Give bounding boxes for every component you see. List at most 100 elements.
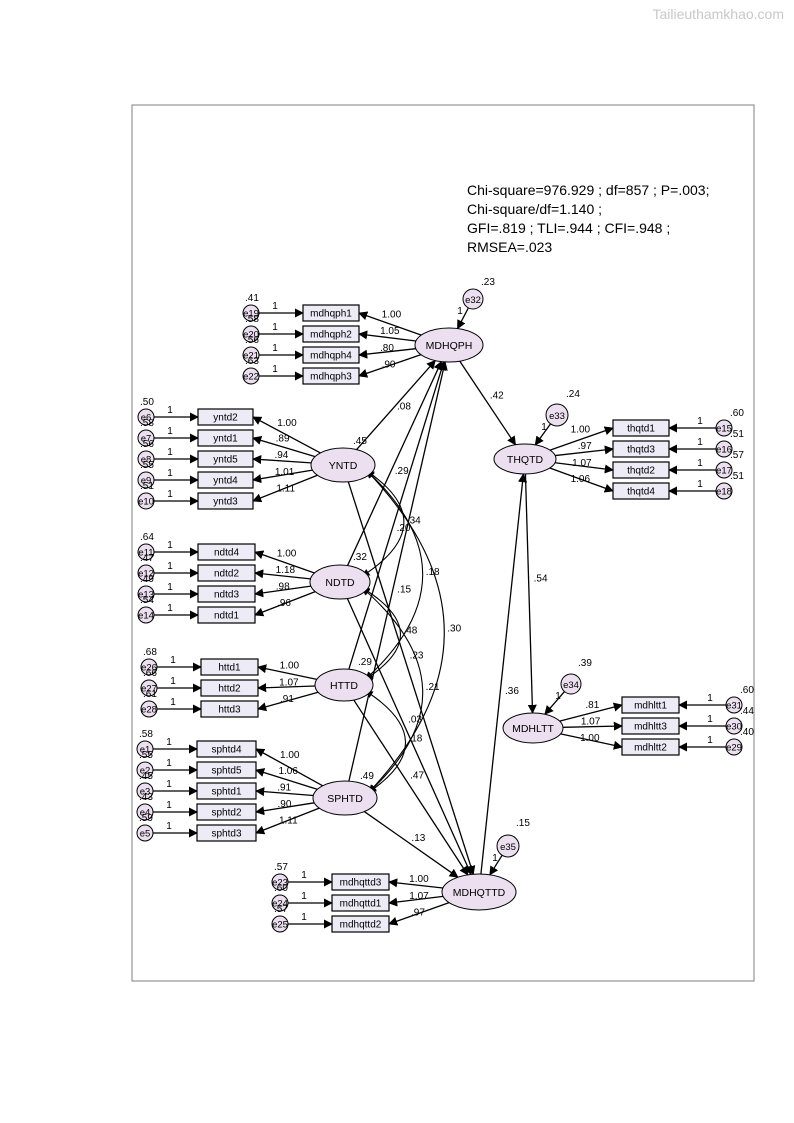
error-variance: .54 [140, 595, 154, 606]
error-label: e30 [726, 722, 742, 733]
indicator-label: mdhqttd2 [340, 920, 382, 931]
disturbance-label: e34 [563, 680, 579, 691]
fixed-weight: 1 [167, 447, 173, 458]
indicator-label: mdhqttd1 [340, 899, 382, 910]
covariance-value: .48 [403, 626, 417, 637]
error-variance: .41 [245, 293, 259, 304]
loading-arrow [255, 787, 314, 797]
indicator-box [200, 700, 259, 718]
indicator-box [197, 543, 256, 561]
indicator-box [302, 304, 360, 322]
loading-arrow [560, 733, 623, 750]
loading-arrow [388, 902, 450, 926]
indicator-label: ndtd3 [214, 590, 239, 601]
loading-arrow [252, 474, 318, 503]
path-arrow-sphtd-mdhqttd [363, 811, 459, 878]
latent-variance: .24 [566, 389, 580, 400]
loading-value: .80 [380, 343, 394, 354]
indicator-box [196, 803, 257, 821]
fixed-weight: 1 [167, 405, 173, 416]
fixed-weight: 1 [167, 603, 173, 614]
loading-arrow [252, 435, 316, 458]
error-circle [137, 585, 155, 603]
path-arrow-mdhqph-thqtd [459, 360, 517, 446]
indicator-label: thqtd3 [627, 445, 655, 456]
error-variance: .51 [730, 471, 744, 482]
error-circle [136, 824, 154, 842]
latent-variance: .29 [358, 657, 372, 668]
loading-value: 1.05 [380, 326, 400, 337]
loading-arrow [257, 691, 319, 712]
disturbance-circle [496, 834, 520, 858]
disturbance-arrow [544, 691, 565, 715]
error-label: e19 [243, 309, 259, 320]
covariance-curve-ndtd-httd [361, 587, 401, 680]
error-label: e15 [716, 424, 732, 435]
disturbance-circle [545, 403, 569, 427]
error-variance: .40 [740, 727, 754, 738]
indicator-box [302, 367, 360, 385]
loading-arrow [358, 354, 422, 378]
error-circle [140, 700, 158, 718]
loading-value: .94 [274, 450, 288, 461]
error-variance: .56 [245, 335, 259, 346]
error-variance: .64 [140, 532, 154, 543]
latent-ellipse [310, 447, 376, 483]
path-coefficient: .03 [408, 715, 422, 726]
error-label: e1 [140, 745, 151, 756]
error-label: e17 [716, 466, 732, 477]
error-variance: .68 [143, 647, 157, 658]
error-circle [242, 367, 260, 385]
loading-arrow [254, 591, 316, 617]
indicator-label: yntd5 [213, 455, 238, 466]
fixed-weight: 1 [301, 870, 307, 881]
error-circle [137, 492, 155, 510]
latent-httd: HTTD [314, 668, 374, 702]
indicator-label: httd1 [218, 663, 241, 674]
latent-ellipse [502, 712, 564, 744]
error-variance: .57 [730, 450, 744, 461]
disturbance-circle [462, 288, 484, 310]
loading-value: .90 [382, 360, 396, 371]
path-coefficient: .23 [410, 650, 424, 661]
error-variance: .43 [139, 792, 153, 803]
covariance-value: .30 [447, 624, 461, 635]
indicator-label: mdhqttd3 [340, 878, 382, 889]
error-label: e14 [138, 611, 154, 622]
diagram-frame [131, 104, 755, 982]
error-variance: .58 [245, 314, 259, 325]
error-circle [725, 738, 743, 756]
indicator-box [200, 679, 259, 697]
indicator-label: mdhqph3 [310, 372, 352, 383]
loading-value: 1.00 [382, 310, 402, 321]
error-circle [715, 482, 733, 500]
error-label: e31 [726, 701, 742, 712]
indicator-box [197, 492, 254, 510]
latent-variance: .49 [360, 771, 374, 782]
indicator-label: sphtd2 [211, 808, 241, 819]
error-label: e9 [141, 476, 152, 487]
fixed-weight: 1 [170, 655, 176, 666]
loading-value: 1.00 [580, 733, 600, 744]
loading-arrow [254, 550, 315, 574]
error-circle [242, 304, 260, 322]
covariance-curve-httd-sphtd [365, 690, 406, 793]
fixed-weight: 1 [166, 821, 172, 832]
path-arrow-sphtd-mdhqph [348, 361, 448, 782]
loading-value: 1.06 [571, 474, 591, 485]
error-variance: .63 [245, 356, 259, 367]
disturbance-circle [560, 673, 582, 695]
latent-variance: .15 [516, 818, 530, 829]
fixed-weight: 1 [301, 891, 307, 902]
loading-arrow [388, 878, 444, 889]
indicator-label: thqtd2 [627, 466, 655, 477]
